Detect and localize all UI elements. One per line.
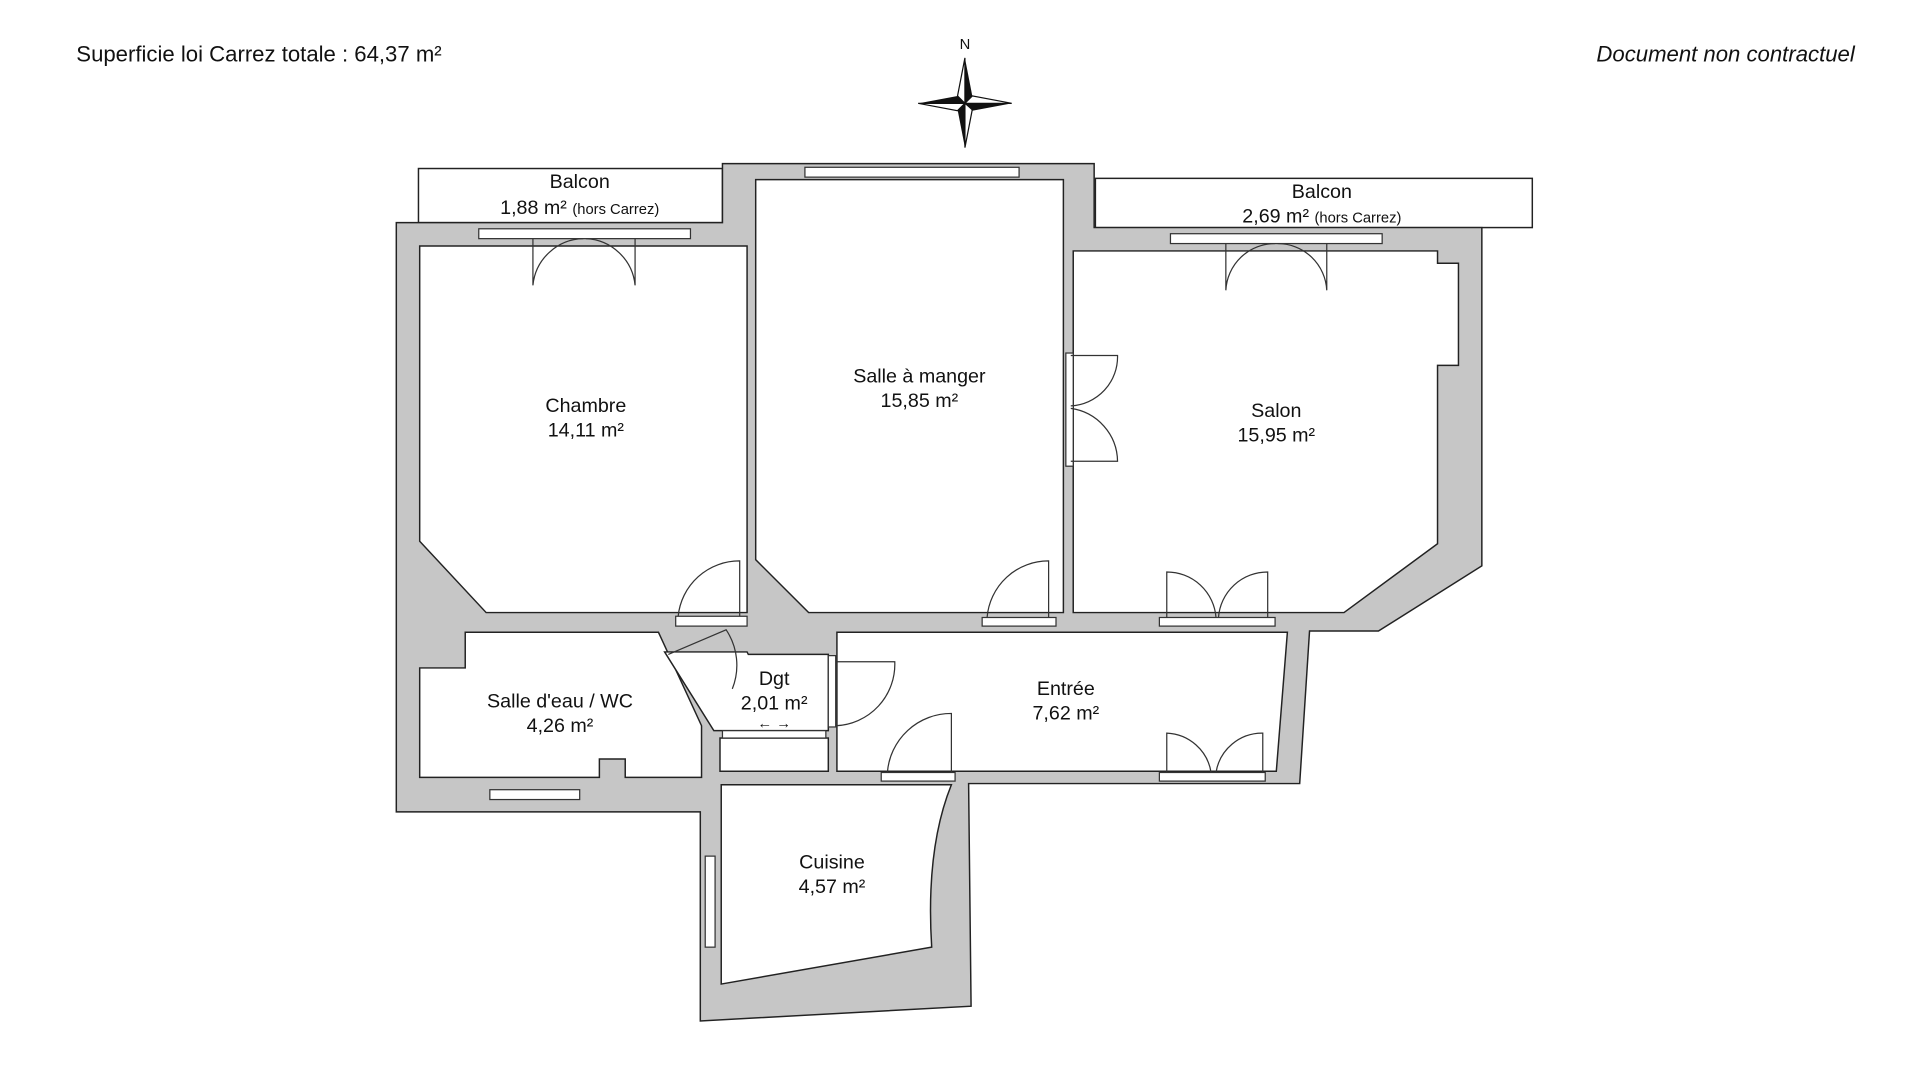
balcon-right-note: (hors Carrez) [1314,211,1401,227]
salle-a-manger-area: 15,85 m² [881,390,959,412]
dgt-name: Dgt [759,668,790,690]
balcon-right-name: Balcon [1292,181,1352,203]
room-entree [836,631,1289,772]
disclaimer-label: Document non contractuel [1596,42,1855,67]
salle-a-manger-name: Salle à manger [853,366,986,388]
salle-eau-area: 4,26 m² [527,715,594,737]
chambre-area: 14,11 m² [548,420,625,442]
balcony-left [417,167,724,224]
room-salon [1072,250,1460,614]
balcon-left-area: 1,88 m² (hors Carrez) [500,197,659,219]
total-area-label: Superficie loi Carrez totale : 64,37 m² [76,42,441,67]
compass-icon: N [918,37,1012,148]
room-dgt [663,651,830,732]
closet [719,737,830,772]
balcon-right-area-value: 2,69 m² [1242,206,1309,228]
entree-area: 7,62 m² [1032,703,1099,725]
balcon-left-area-value: 1,88 m² [500,197,567,219]
windows [478,166,1383,948]
room-salle-eau [418,631,703,779]
room-chambre [418,245,748,614]
doors [532,238,1328,773]
salon-name: Salon [1251,400,1301,422]
sliding-door-arrows-icon: ← → [757,716,791,732]
chambre-name: Chambre [545,395,626,417]
cuisine-name: Cuisine [799,851,865,873]
salle-eau-name: Salle d'eau / WC [487,690,633,712]
cuisine-area: 4,57 m² [799,876,866,898]
room-cuisine [720,784,953,985]
balcon-right-area: 2,69 m² (hors Carrez) [1242,206,1401,228]
salon-area: 15,95 m² [1237,425,1315,447]
dgt-area: 2,01 m² [741,693,808,715]
entree-name: Entrée [1037,678,1095,700]
balcon-left-note: (hors Carrez) [572,202,659,218]
svg-text:N: N [960,37,971,53]
balcon-left-name: Balcon [550,171,610,193]
room-salle-a-manger [754,178,1065,614]
